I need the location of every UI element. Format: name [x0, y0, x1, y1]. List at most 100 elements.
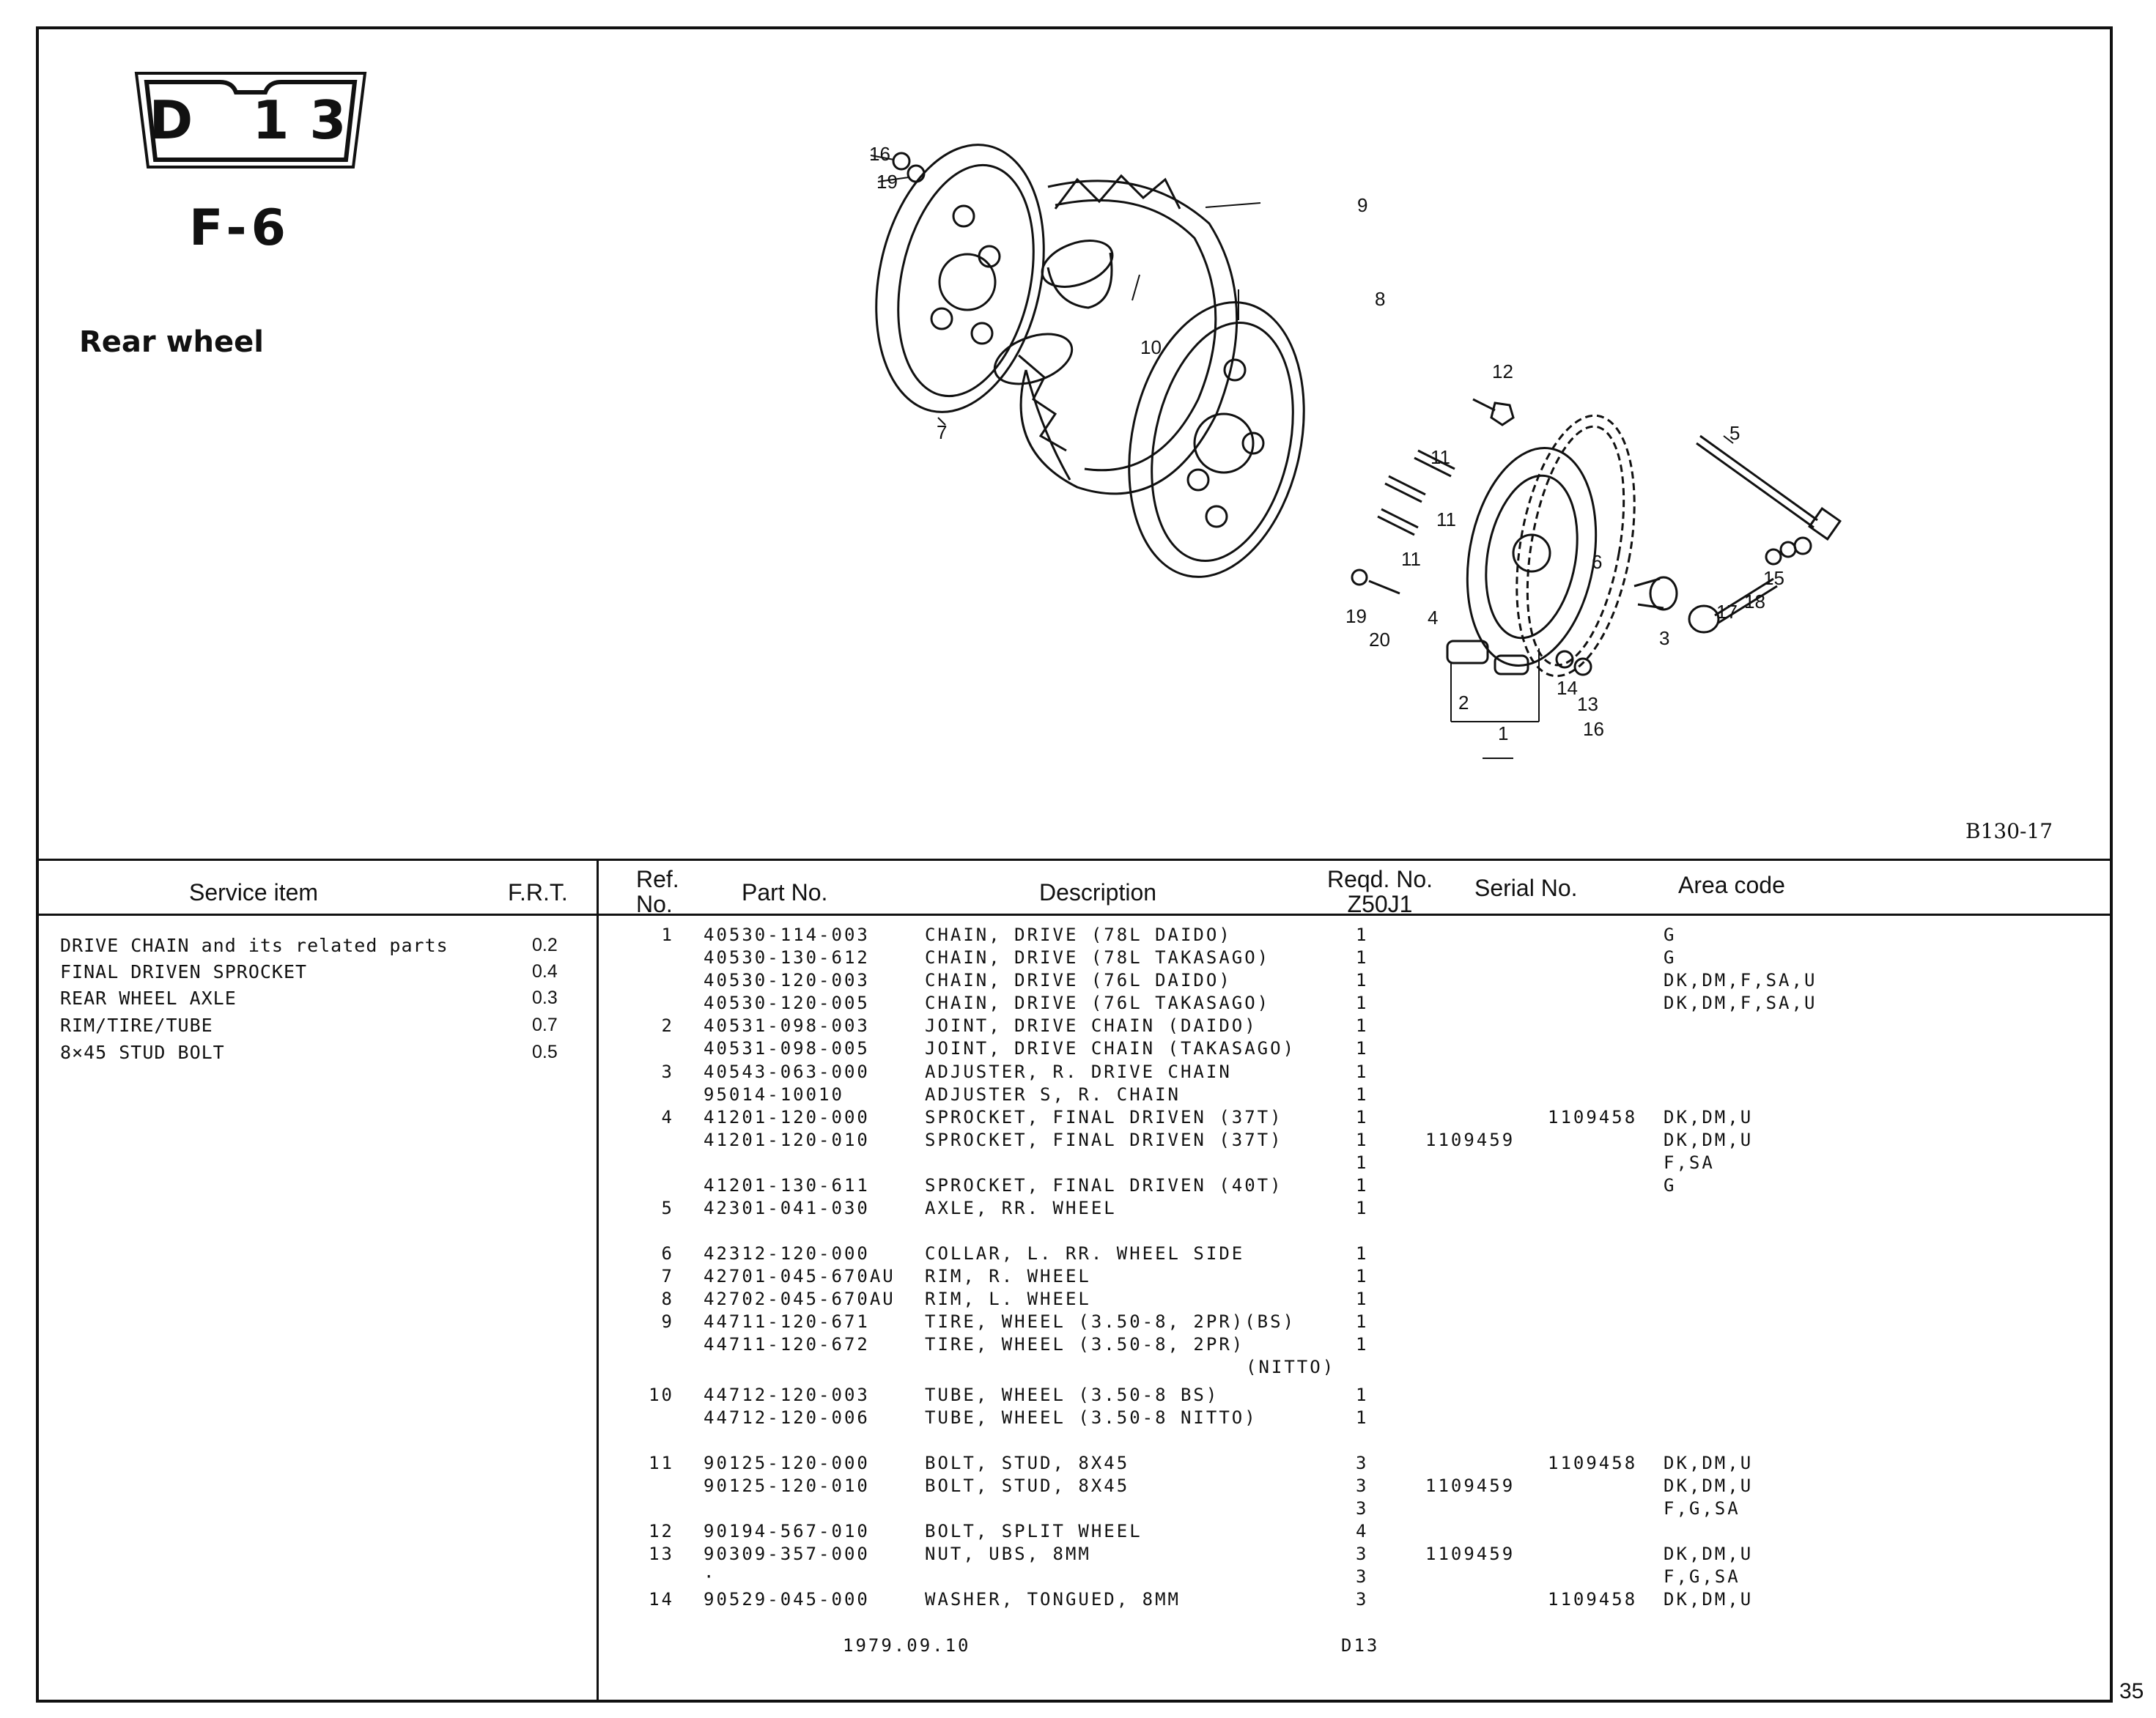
part-desc: TIRE, WHEEL (3.50-8, 2PR)(BS)	[925, 1311, 1296, 1332]
part-serial-to: 1109458	[1548, 1453, 1638, 1473]
part-ref: 13	[649, 1544, 674, 1564]
service-item-name: RIM/TIRE/TUBE	[60, 1015, 213, 1036]
part-area: DK,DM,U	[1664, 1130, 1754, 1150]
part-qty: 1	[1356, 1385, 1369, 1405]
section-badge-icon	[134, 72, 367, 169]
part-ref: 1	[661, 925, 674, 945]
part-ref: 11	[649, 1453, 674, 1473]
part-part: 40530-120-005	[704, 993, 870, 1013]
part-ref: 10	[649, 1385, 674, 1405]
part-ref: 2	[661, 1015, 674, 1036]
col-header-serial: Serial No.	[1474, 875, 1578, 901]
part-desc: WASHER, TONGUED, 8MM	[925, 1589, 1181, 1610]
table-header-rule	[36, 914, 2113, 916]
part-area: F,G,SA	[1664, 1566, 1740, 1587]
split-wheel-bolt-drawing	[1472, 398, 1515, 426]
part-serial-from: 1109459	[1425, 1130, 1516, 1150]
part-desc: JOINT, DRIVE CHAIN (DAIDO)	[925, 1015, 1258, 1036]
part-part: 41201-120-010	[704, 1130, 870, 1150]
nut-16-washer-19-drawing	[892, 152, 926, 183]
part-qty: 1	[1356, 1198, 1369, 1218]
part-desc: CHAIN, DRIVE (76L TAKASAGO)	[925, 993, 1271, 1013]
callout-label: 18	[1744, 590, 1765, 612]
part-desc: BOLT, STUD, 8X45	[925, 1453, 1130, 1473]
part-qty: 1	[1356, 1266, 1369, 1286]
part-desc: TUBE, WHEEL (3.50-8 BS)	[925, 1385, 1219, 1405]
part-ref: 14	[649, 1589, 674, 1610]
part-part: 42312-120-000	[704, 1243, 870, 1264]
rim-left-drawing	[1128, 301, 1305, 578]
part-part: 90309-357-000	[704, 1544, 870, 1564]
part-qty: 1	[1356, 970, 1369, 991]
page-title: Rear wheel	[79, 325, 264, 359]
service-item-name: FINAL DRIVEN SPROCKET	[60, 961, 308, 982]
part-ref: 12	[649, 1521, 674, 1541]
rim-right-drawing	[875, 144, 1045, 413]
part-desc: SPROCKET, FINAL DRIVEN (37T)	[925, 1107, 1283, 1128]
service-item-name: REAR WHEEL AXLE	[60, 988, 237, 1009]
part-desc: (NITTO)	[1246, 1357, 1336, 1377]
part-desc: JOINT, DRIVE CHAIN (TAKASAGO)	[925, 1038, 1296, 1059]
service-item-frt: 0.2	[532, 935, 558, 955]
service-item-frt: 0.3	[532, 988, 558, 1008]
part-qty: 1	[1356, 993, 1369, 1013]
part-desc: SPROCKET, FINAL DRIVEN (37T)	[925, 1130, 1283, 1150]
page-frame	[36, 26, 2113, 1703]
part-desc: CHAIN, DRIVE (76L DAIDO)	[925, 970, 1232, 991]
part-qty: 4	[1356, 1521, 1369, 1541]
part-area: DK,DM,F,SA,U	[1664, 993, 1817, 1013]
footer-date: 1979.09.10	[843, 1635, 971, 1656]
callout-label: 19	[1345, 605, 1367, 627]
part-qty: 1	[1356, 1289, 1369, 1309]
part-qty: 1	[1356, 1107, 1369, 1128]
part-qty: 3	[1356, 1453, 1369, 1473]
callout-label: 11	[1401, 548, 1421, 570]
part-qty: 1	[1356, 1015, 1369, 1036]
figure-code: B130-17	[1965, 819, 2053, 843]
service-item-frt: 0.7	[532, 1015, 558, 1035]
callout-label: 16	[869, 143, 890, 165]
part-part: 40530-114-003	[704, 925, 870, 945]
col-header-frt: F.R.T.	[508, 879, 568, 906]
part-area: G	[1664, 925, 1677, 945]
callout-label: 2	[1458, 692, 1469, 714]
part-desc: ADJUSTER, R. DRIVE CHAIN	[925, 1062, 1232, 1082]
part-part: 90194-567-010	[704, 1521, 870, 1541]
callout-label: 10	[1140, 336, 1162, 358]
part-serial-to: 1109458	[1548, 1589, 1638, 1610]
col-header-part-no: Part No.	[742, 879, 828, 906]
callout-label: 5	[1729, 422, 1740, 444]
callout-label: 4	[1428, 607, 1439, 629]
rear-axle-drawing	[1696, 434, 1842, 541]
chain-adjuster-drawing	[1688, 577, 1778, 634]
col-header-service-item: Service item	[189, 879, 319, 906]
col-header-description: Description	[1039, 879, 1157, 906]
callout-label: 14	[1557, 677, 1578, 699]
col-header-reqd: Reqd. No. Z50J1	[1326, 866, 1433, 917]
service-item-name: DRIVE CHAIN and its related parts	[60, 935, 448, 956]
tube-drawing	[993, 240, 1114, 385]
part-qty: 1	[1356, 1175, 1369, 1196]
part-part: 44712-120-006	[704, 1407, 870, 1428]
part-serial-to: 1109458	[1548, 1107, 1638, 1128]
part-part: 90125-120-000	[704, 1453, 870, 1473]
part-area: DK,DM,U	[1664, 1589, 1754, 1610]
part-ref: 3	[661, 1062, 674, 1082]
part-area: DK,DM,F,SA,U	[1664, 970, 1817, 991]
part-part: 90125-120-010	[704, 1476, 870, 1496]
part-part: 95014-10010	[704, 1084, 844, 1105]
part-desc: RIM, R. WHEEL	[925, 1266, 1091, 1286]
part-qty: 1	[1356, 1062, 1369, 1082]
sprocket-chain-drawing	[1466, 414, 1636, 678]
part-qty: 1	[1356, 925, 1369, 945]
part-qty: 1	[1356, 1130, 1369, 1150]
callout-label: 19	[876, 171, 898, 193]
callout-label: 13	[1577, 693, 1598, 715]
part-desc: BOLT, STUD, 8X45	[925, 1476, 1130, 1496]
part-area: DK,DM,U	[1664, 1544, 1754, 1564]
footer-code: D13	[1341, 1635, 1380, 1656]
service-item-name: 8×45 STUD BOLT	[60, 1042, 225, 1063]
callout-label: 12	[1492, 360, 1513, 382]
part-ref: 4	[661, 1107, 674, 1128]
callout-label: 11	[1436, 508, 1456, 530]
